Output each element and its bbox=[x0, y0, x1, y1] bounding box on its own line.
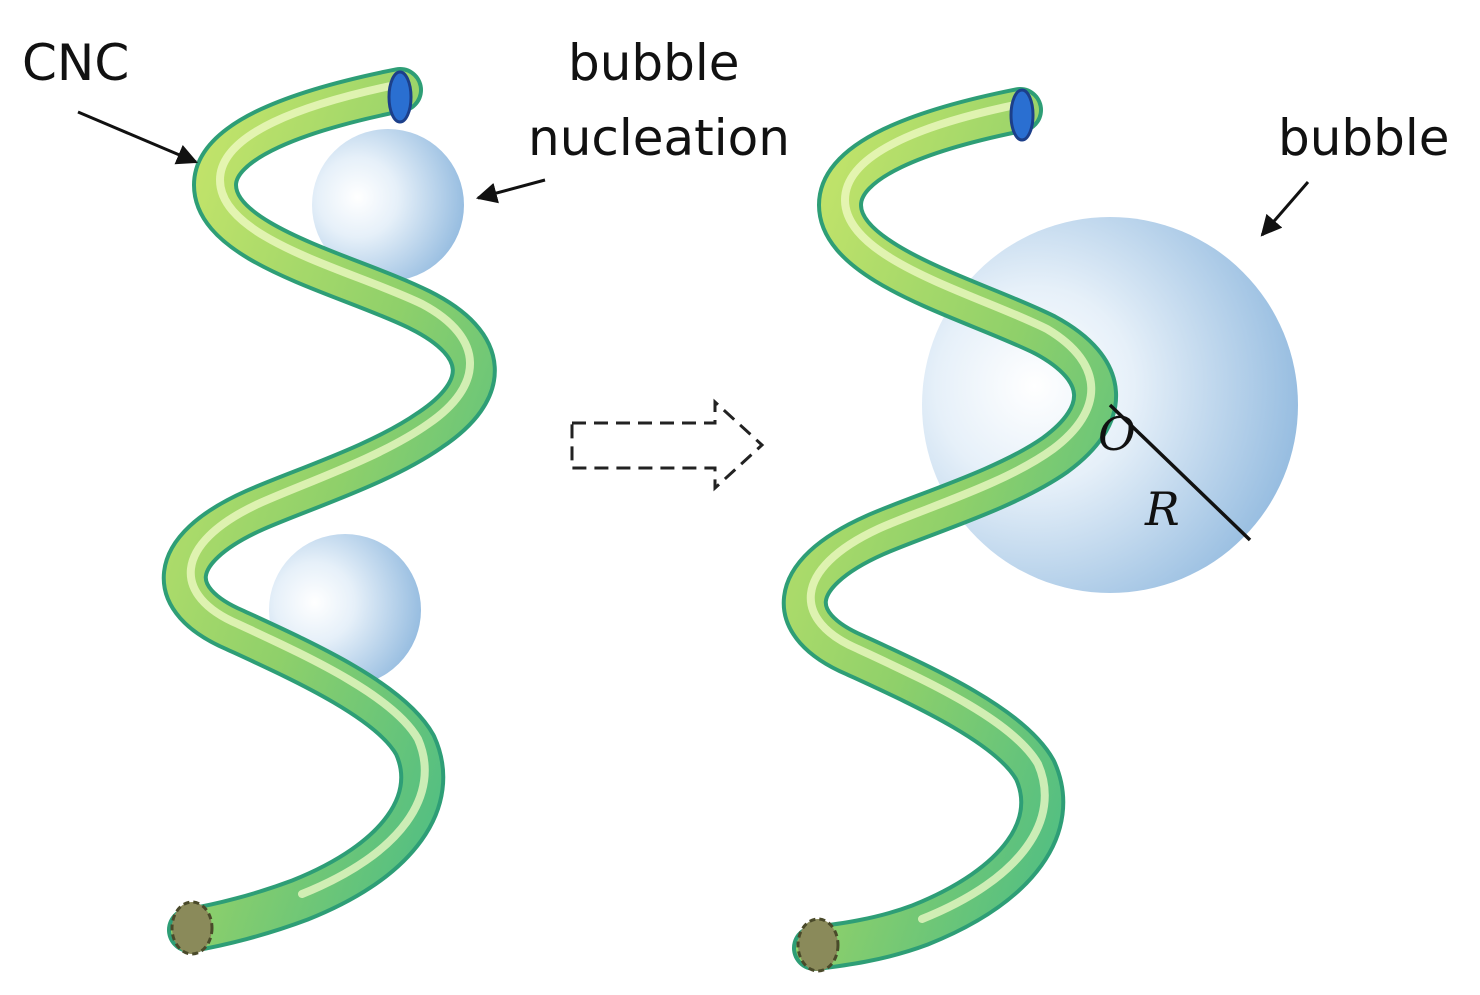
center-label-o: O bbox=[1098, 407, 1136, 461]
cnc-pointer-arrow bbox=[77, 110, 198, 165]
cnc-label: CNC bbox=[22, 34, 129, 92]
bubble-nucleation-pointer-arrow bbox=[475, 178, 546, 204]
cnc-helix-left bbox=[161, 67, 497, 953]
bubble-nucleation-label-line2: nucleation bbox=[528, 109, 790, 167]
radius-label-r: R bbox=[1144, 482, 1180, 536]
helix-end-cap-bottom-right bbox=[796, 917, 840, 973]
helix-end-cap-bottom-left bbox=[170, 900, 214, 956]
dashed-right-arrow-icon bbox=[570, 398, 765, 492]
bubble-pointer-arrow bbox=[1260, 181, 1310, 237]
cnc-helix-right bbox=[781, 87, 1118, 971]
helix-end-cap-top-right bbox=[1009, 88, 1035, 142]
bubble-nucleation-label-line1: bubble bbox=[568, 34, 740, 92]
radius-line bbox=[1108, 403, 1252, 542]
helix-end-cap-top-left bbox=[387, 70, 413, 124]
bubble-label: bubble bbox=[1278, 109, 1450, 167]
small-bubble-upper bbox=[312, 129, 464, 281]
